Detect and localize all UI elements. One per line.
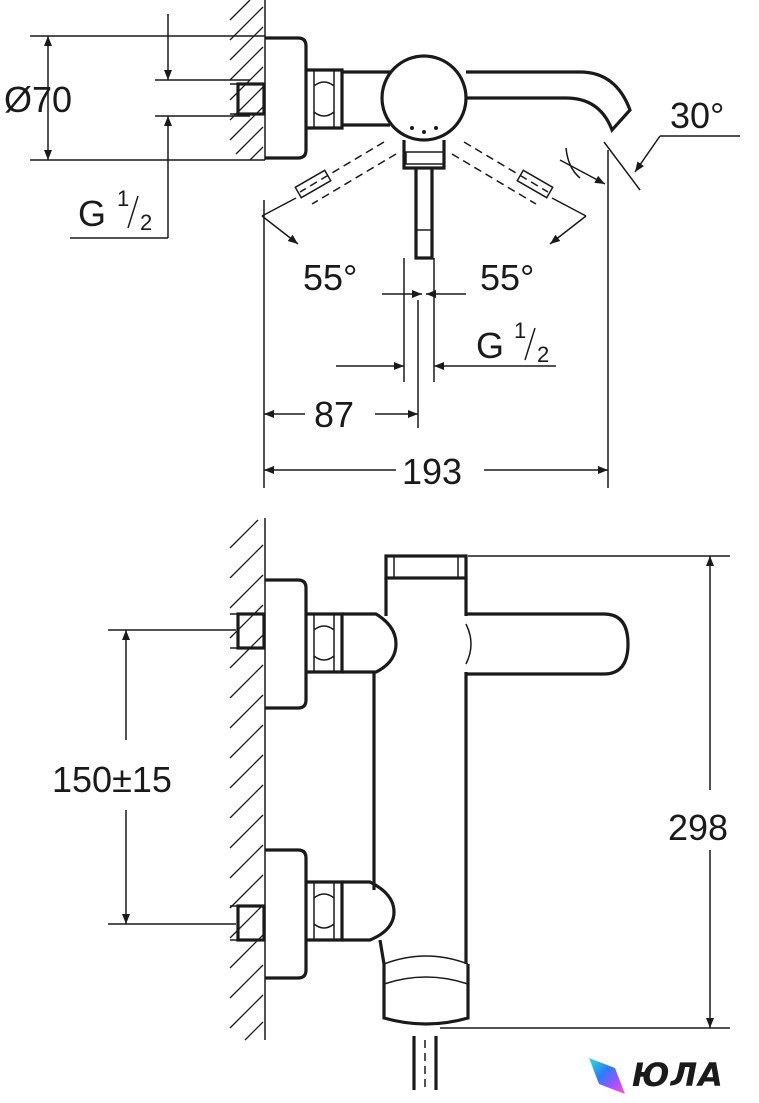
wall-connector-lower <box>230 848 396 980</box>
thread-right-den: 2 <box>537 342 549 367</box>
thread-right-main: G <box>476 325 504 366</box>
thread-dimension-right: G 1 2 <box>336 258 556 382</box>
watermark-logo: ЮЛА <box>585 1054 755 1098</box>
diameter-dimension: Ø70 <box>4 35 265 161</box>
spout-outline <box>466 70 632 134</box>
dim-spacing-label: 150±15 <box>52 759 172 800</box>
watermark-text: ЮЛА <box>632 1056 724 1094</box>
angle-left-label: 55° <box>303 257 357 298</box>
dim-193-label: 193 <box>402 451 462 492</box>
dim-87-label: 87 <box>314 394 354 435</box>
thread-left-num: 1 <box>117 186 129 211</box>
mixer-body-top <box>380 54 632 260</box>
lever-swing-right <box>451 141 554 205</box>
thread-right-num: 1 <box>514 318 526 343</box>
dimension-87: 87 <box>263 200 419 488</box>
top-view: Ø70 G 1 2 <box>4 0 740 492</box>
lever-swing-left <box>294 141 397 205</box>
spout-side <box>466 612 630 676</box>
angle-55-left: 55° <box>261 197 422 298</box>
dimension-150: 150±15 <box>52 629 236 925</box>
thread-left-main: G <box>78 193 106 234</box>
angle-spout-label: 30° <box>670 95 724 136</box>
angle-55-right: 55° <box>426 197 587 298</box>
angle-right-label: 55° <box>480 257 534 298</box>
mixer-body-side <box>372 554 630 1090</box>
wall-connector-upper <box>230 578 398 710</box>
angle-30-spout: 30° <box>559 95 740 191</box>
side-view: 150±15 298 <box>52 518 730 1090</box>
wall-hatch-side <box>229 518 266 1041</box>
diameter-label: Ø70 <box>4 79 72 120</box>
dimension-298: 298 <box>440 555 730 1029</box>
dim-height-label: 298 <box>668 807 728 848</box>
thread-dimension-left: G 1 2 <box>70 14 250 239</box>
dimension-193: 193 <box>264 150 609 492</box>
thread-left-den: 2 <box>140 210 152 235</box>
logo-star-icon <box>589 1058 625 1094</box>
wall-connector-top <box>230 36 390 160</box>
